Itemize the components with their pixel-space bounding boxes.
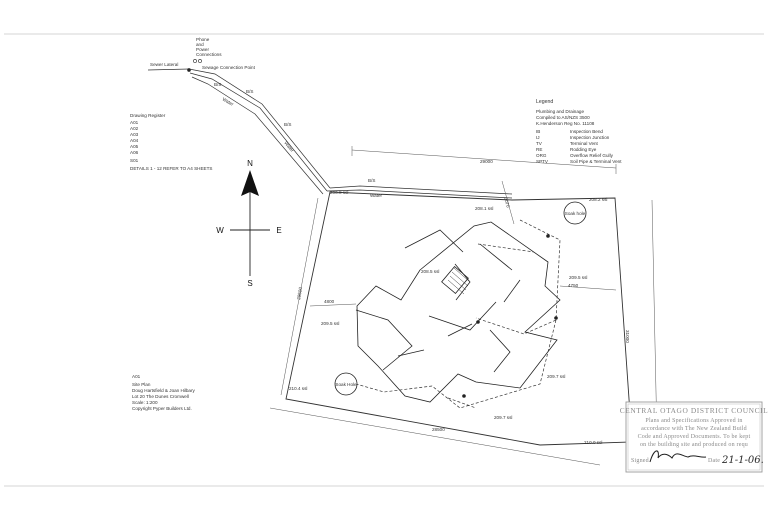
pipe-tag: B/S	[368, 178, 375, 183]
sewer-connection-label: Sewage Connection Point	[202, 65, 256, 70]
legend-desc: Terminal Vent	[570, 141, 599, 146]
compass-s: S	[247, 279, 252, 288]
title-line: Lot 20 The Dunes Cromwell	[132, 394, 189, 399]
pipe-tag: B/S	[214, 82, 221, 87]
legend-desc: Inspection Junction	[570, 135, 610, 140]
register-title: Drawing Register	[130, 113, 166, 118]
title-line: Copyright Pyper Builders Ltd.	[132, 406, 192, 411]
spot-level: 208.1 ssl	[475, 206, 493, 211]
water-pipe-label: Water	[222, 97, 235, 108]
spot-level: 208.2 ssl	[589, 197, 607, 202]
register-item: A03	[130, 132, 139, 137]
stamp-date-value: 21-1-06.	[721, 455, 764, 466]
dim-left-inner: 4800	[324, 299, 335, 304]
title-line: Doug Hartsfield & Joan Hilbary	[132, 388, 196, 393]
dim-right-inner: 4750	[568, 283, 579, 288]
water-pipe-label: Water	[283, 140, 295, 153]
dim-right: 31000	[625, 330, 630, 343]
sewer-lateral-label: Sewer Lateral	[150, 62, 178, 67]
spot-level: 208.5 ssl	[421, 269, 439, 274]
council-approval-stamp: CENTRAL OTAGO DISTRICT COUNCIL Plans and…	[620, 401, 768, 473]
spot-level: 209.7 ssl	[494, 415, 512, 420]
north-arrow: N S W E	[216, 159, 281, 288]
legend-code: ORG	[536, 153, 547, 158]
pipe-tag: B/S	[284, 122, 291, 127]
compass-w: W	[216, 226, 224, 235]
legend-title: Legend	[536, 99, 553, 105]
spot-level: 206.8 ssl	[330, 190, 348, 195]
pipe-tag: B/S	[246, 89, 253, 94]
spot-level: 209.5 ssl	[569, 275, 587, 280]
inspection-point-icon	[476, 320, 480, 324]
stamp-line: Plans and Specifications Approved in	[645, 417, 742, 424]
connection-point-icon	[193, 59, 197, 63]
note-line-4: Connections	[196, 52, 222, 57]
stair	[447, 267, 471, 295]
spot-level: 210.0 ssl	[584, 440, 602, 445]
legend-code: IB	[536, 129, 540, 134]
legend-desc: Soil Pipe & Terminal Vent	[570, 159, 622, 164]
inspection-point-icon	[546, 234, 550, 238]
stamp-signed-label: Signed	[631, 458, 649, 464]
legend-desc: Inspection Bend	[570, 129, 603, 134]
stamp-line: on the building site and produced on req…	[640, 442, 748, 448]
soak-hole-bottom: Soak Hole	[334, 372, 358, 396]
register-item: A01	[130, 120, 139, 125]
note-line-2: and	[196, 42, 204, 47]
dim-left: 29500	[296, 286, 303, 300]
note-line-3: Power	[196, 47, 209, 52]
soak-hole-label: Soak Hole	[335, 382, 357, 387]
connection-point-icon	[198, 59, 202, 63]
stamp-line: Code and Approved Documents. To be kept	[638, 434, 751, 440]
register-item: A04	[130, 138, 139, 143]
compass-e: E	[276, 226, 281, 235]
dimension-lines	[269, 146, 658, 466]
title-sheet-no: A01	[132, 374, 141, 379]
legend-subtitle: Plumbing and Drainage	[536, 109, 584, 114]
signature-mark	[649, 450, 707, 463]
inspection-point-icon	[554, 316, 558, 320]
legend-desc: Overflow Relief Gully	[570, 153, 614, 158]
register-item: A06	[130, 150, 139, 155]
legend-code: RE	[536, 147, 542, 152]
title-line: Site Plan	[132, 382, 151, 387]
legend-code: IJ	[536, 135, 540, 140]
spot-level: 209.5 ssl	[321, 321, 339, 326]
legend: Legend Plumbing and Drainage Compiled to…	[536, 99, 622, 164]
soak-hole-top: Soak hole	[563, 201, 587, 225]
dim-top-short: 3070	[503, 197, 511, 209]
stamp-date-label: Date	[708, 458, 720, 464]
soak-hole-label: Soak hole	[565, 211, 586, 216]
compass-n: N	[247, 159, 253, 168]
drawing-register: Drawing Register A01 A02 A03 A04 A05 A06…	[130, 113, 212, 171]
legend-desc: Rodding Eye	[570, 147, 597, 152]
stamp-line: accordance with The New Zealand Build	[641, 426, 747, 432]
legend-code: TV	[536, 141, 543, 146]
water-pipe-label: Water	[370, 193, 383, 198]
legend-code: SPTV	[536, 159, 549, 164]
spot-level: 209.7 ssl	[547, 374, 565, 379]
register-details: DETAILS 1 - 12 REFER TO A4 SHEETS	[130, 166, 212, 171]
stamp-title: CENTRAL OTAGO DISTRICT COUNCIL	[620, 406, 768, 415]
legend-subtitle: K.Henderson Reg No. 11108	[536, 121, 595, 126]
sewer-junction-icon	[187, 68, 191, 72]
connection-note: Phone and Power Connections	[193, 37, 222, 63]
note-line-1: Phone	[196, 37, 210, 42]
approach-pipes	[147, 68, 513, 199]
register-item: S01	[130, 158, 139, 163]
title-block: A01 Site Plan Doug Hartsfield & Joan Hil…	[132, 374, 196, 411]
dim-bottom: 28500	[432, 427, 445, 432]
house-footprint	[355, 221, 561, 403]
register-item: A02	[130, 126, 139, 131]
inspection-point-icon	[462, 394, 466, 398]
register-item: A05	[130, 144, 139, 149]
north-arrow-icon	[241, 170, 259, 196]
spot-level: 210.4 ssl	[289, 386, 307, 391]
title-line: Scale: 1:200	[132, 400, 158, 405]
dim-top: 29000	[480, 159, 493, 164]
legend-subtitle: Compiled to AS/NZS 3500	[536, 115, 590, 120]
drainage-pipes	[355, 219, 561, 409]
